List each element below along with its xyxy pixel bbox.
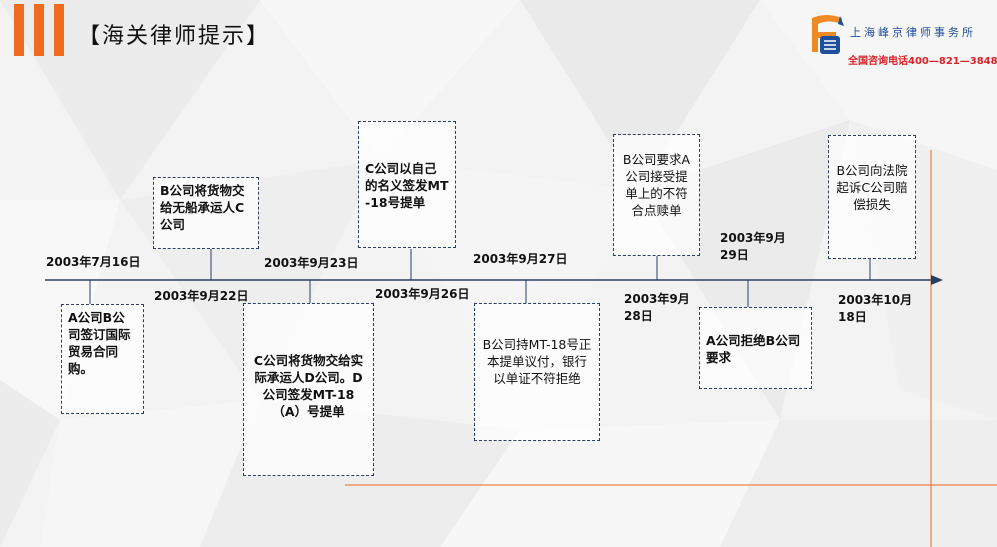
event-card-4: C公司以自己的名义签发MT-18号提单 — [358, 121, 456, 248]
event-date-7: 2003年9月29日 — [720, 231, 786, 262]
event-date-3: 2003年9月23日 — [264, 256, 359, 270]
law-firm-name: 上海峰京律师事务所 — [850, 26, 976, 39]
event-card-6: B公司要求A公司接受提单上的不符合点赎单 — [613, 134, 700, 256]
accent-bar-3 — [54, 4, 64, 56]
event-card-5: B公司持MT-18号正本提单议付，银行以单证不符拒绝 — [474, 303, 600, 441]
event-card-7: A公司拒绝B公司要求 — [699, 307, 812, 389]
accent-bar-2 — [34, 4, 44, 56]
law-firm-logo-icon — [812, 15, 844, 54]
event-date-6: 2003年9月28日 — [624, 292, 690, 323]
event-card-1: A公司B公司签订国际贸易合同购。 — [61, 304, 144, 414]
event-date-2: 2003年9月22日 — [154, 289, 249, 303]
event-card-2: B公司将货物交给无船承运人C公司 — [153, 177, 259, 249]
event-card-3: C公司将货物交给实际承运人D公司。D公司签发MT-18（A）号提单 — [243, 303, 374, 476]
page-title: 【海关律师提示】 — [78, 24, 271, 49]
event-card-8: B公司向法院起诉C公司赔偿损失 — [828, 135, 916, 259]
event-date-4: 2003年9月26日 — [375, 287, 470, 301]
event-date-1: 2003年7月16日 — [46, 255, 141, 269]
event-date-5: 2003年9月27日 — [473, 252, 568, 266]
event-date-8: 2003年10月18日 — [838, 293, 913, 324]
law-firm-logo: 上海峰京律师事务所 全国咨询电话400—821—3848 — [806, 12, 997, 72]
hotline-text: 全国咨询电话400—821—3848 — [848, 56, 997, 67]
accent-bar-1 — [14, 4, 24, 56]
